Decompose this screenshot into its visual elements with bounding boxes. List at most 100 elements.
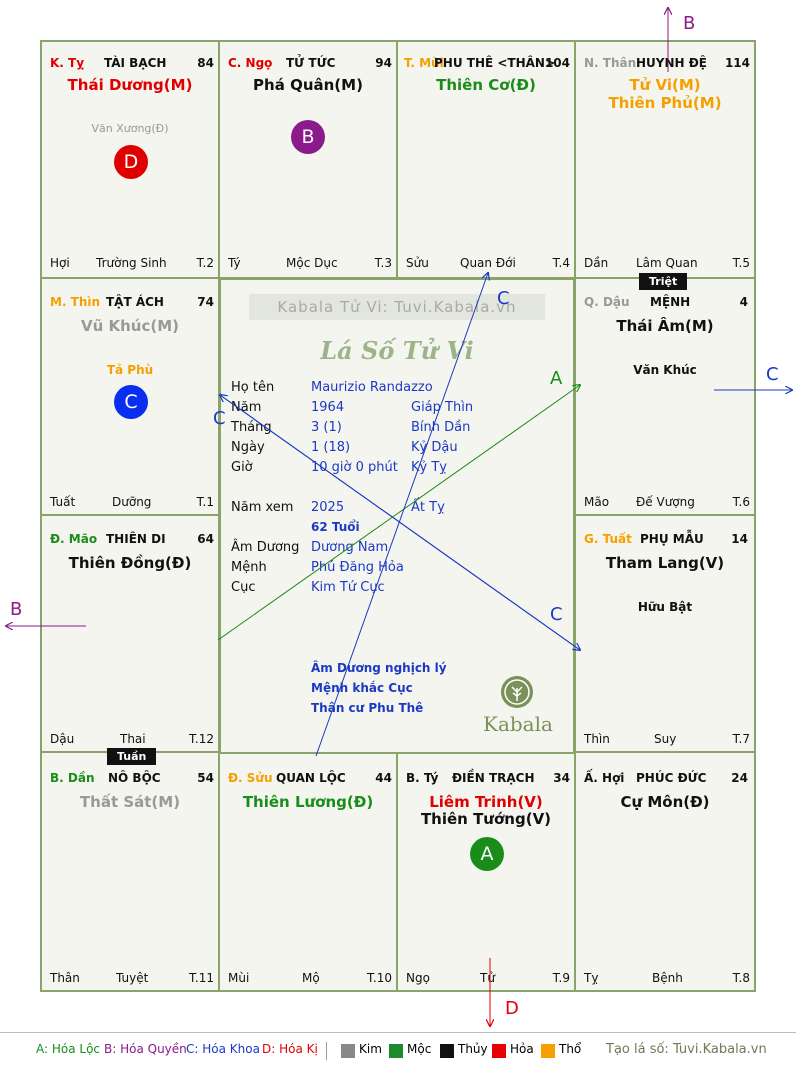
- palace-footer-right: T.11: [189, 971, 214, 985]
- info-value: Kim Tứ Cục: [311, 580, 385, 595]
- tuan-tag: Tuần: [107, 748, 157, 765]
- palace-name: PHU THÊ <THÂN>: [434, 56, 556, 70]
- major-star: Thiên Lương(Đ): [242, 793, 374, 811]
- info-label: Ngày: [231, 440, 265, 455]
- hoa-khoa-marker: C: [114, 385, 148, 419]
- major-star-2: Thiên Phủ(M): [608, 94, 722, 112]
- palace-footer-left: Tuất: [50, 495, 76, 509]
- arrow-label-c: C: [213, 408, 226, 429]
- minor-star: Văn Xương(Đ): [91, 122, 169, 135]
- palace-number: 84: [197, 56, 214, 70]
- arrow-label-a: A: [550, 368, 563, 389]
- palace-branch: B. Tý: [406, 771, 439, 785]
- palace-number: 94: [375, 56, 392, 70]
- legend-thuy: Thủy: [458, 1042, 488, 1056]
- palace-branch: Ấ. Hợi: [584, 771, 625, 785]
- minor-star: Tả Phù: [106, 363, 154, 377]
- palace-footer-left: Hợi: [50, 256, 70, 270]
- swatch-kim: [341, 1044, 355, 1058]
- legend-moc: Mộc: [407, 1042, 432, 1056]
- palace-footer-left: Sửu: [406, 256, 429, 270]
- palace-branch: C. Ngọ: [228, 56, 273, 70]
- palace-name: HUYNH ĐỆ: [636, 56, 707, 70]
- arrow-label-b: B: [10, 599, 22, 620]
- hoa-quyen-marker: B: [291, 120, 325, 154]
- palace-number: 44: [375, 771, 392, 785]
- info-value: 62 Tuổi: [311, 520, 360, 534]
- arrow-label-c: C: [766, 364, 779, 385]
- info-value: 2025: [311, 500, 345, 515]
- arrow-label-d: D: [505, 998, 519, 1019]
- major-star: Tham Lang(V): [605, 554, 725, 572]
- arrow-label-b: B: [683, 13, 695, 34]
- major-star-2: Thiên Tướng(V): [420, 810, 552, 828]
- palace-footer-left: Thìn: [584, 732, 610, 746]
- palace-footer-mid: Mộc Dục: [286, 256, 338, 270]
- swatch-thuy: [440, 1044, 454, 1058]
- palace-footer-right: T.7: [732, 732, 750, 746]
- palace-footer-mid: Suy: [654, 732, 677, 746]
- palace-name: ĐIỀN TRẠCH: [452, 771, 535, 785]
- major-star: Thái Âm(M): [616, 317, 714, 335]
- palace-branch: T. Mùi: [404, 56, 444, 70]
- major-star: Vũ Khúc(M): [80, 317, 180, 335]
- palace-footer-mid: Đế Vượng: [636, 495, 695, 509]
- palace-footer-right: T.6: [732, 495, 750, 509]
- palace-footer-right: T.10: [367, 971, 392, 985]
- legend-divider: [0, 1032, 796, 1033]
- palace-number: 34: [553, 771, 570, 785]
- info-label: Mệnh: [231, 560, 267, 575]
- palace-footer-mid: Lâm Quan: [636, 256, 698, 270]
- info-label: Âm Dương: [231, 540, 300, 555]
- palace-branch: K. Tỵ: [50, 56, 85, 70]
- palace-name: THIÊN DI: [106, 532, 166, 546]
- info-label: Năm: [231, 400, 262, 415]
- site-banner: Kabala Tử Vi: Tuvi.Kabala.vn: [249, 294, 545, 320]
- minor-star: Hữu Bật: [637, 600, 693, 614]
- palace-branch: Q. Dậu: [584, 295, 630, 309]
- info-value: 1964: [311, 400, 345, 415]
- info-label: Năm xem: [231, 500, 294, 515]
- triet-tag: Triệt: [639, 273, 688, 290]
- major-star: Thái Dương(M): [67, 76, 193, 94]
- info-extra: Kỷ Dậu: [411, 440, 458, 455]
- info-extra: Giáp Thìn: [411, 400, 474, 415]
- chart-board: K. Tỵ TÀI BẠCH 84 Thái Dương(M) Văn Xươn…: [40, 40, 756, 992]
- palace-footer-right: T.3: [374, 256, 392, 270]
- minor-star: Văn Khúc: [633, 363, 697, 377]
- info-extra: Ất Tỵ: [411, 500, 445, 515]
- palace-number: 104: [544, 56, 570, 70]
- info-label: Cục: [231, 580, 256, 595]
- palace-quan-loc: Đ. Sửu QUAN LỘC 44 Thiên Lương(Đ) Mùi Mộ…: [218, 751, 398, 992]
- hoa-khoa-arrow-3: [219, 394, 580, 650]
- palace-name: TẬT ÁCH: [106, 295, 164, 309]
- palace-footer-left: Tỵ: [584, 971, 599, 985]
- palace-thien-di: Đ. Mão THIÊN DI 64 Thiên Đồng(Đ) Dậu Tha…: [40, 514, 220, 753]
- swatch-tho: [541, 1044, 555, 1058]
- palace-footer-right: T.8: [732, 971, 750, 985]
- chart-title: Lá Số Tử Vi: [320, 336, 474, 365]
- note-line: Âm Dương nghịch lý: [311, 661, 447, 675]
- legend-hoa-quyen: B: Hóa Quyền: [104, 1042, 187, 1056]
- palace-name: NÔ BỘC: [108, 771, 161, 785]
- legend-hoa-loc: A: Hóa Lộc: [36, 1042, 101, 1056]
- legend-hoa: Hỏa: [510, 1042, 534, 1056]
- palace-name: MỆNH: [650, 295, 691, 309]
- legend-separator: [326, 1042, 327, 1060]
- palace-footer-mid: Tuyệt: [116, 971, 149, 985]
- palace-footer-right: T.4: [552, 256, 570, 270]
- brand-name: Kabala: [483, 712, 553, 736]
- palace-footer-left: Mão: [584, 495, 610, 509]
- palace-footer-mid: Mộ: [302, 971, 320, 985]
- major-star: Phá Quân(M): [253, 76, 363, 94]
- legend-hoa-khoa: C: Hóa Khoa: [186, 1042, 260, 1056]
- palace-footer-mid: Trường Sinh: [96, 256, 167, 270]
- hoa-ki-marker: D: [114, 145, 148, 179]
- palace-phu-the: T. Mùi PHU THÊ <THÂN> 104 Thiên Cơ(Đ) Sử…: [396, 40, 576, 279]
- info-value: Phú Đăng Hỏa: [311, 560, 404, 575]
- palace-name: TỬ TỨC: [286, 56, 336, 70]
- palace-phu-mau: G. Tuất PHỤ MẪU 14 Tham Lang(V) Hữu Bật …: [574, 514, 756, 753]
- legend-site: Tạo lá số: Tuvi.Kabala.vn: [606, 1042, 767, 1057]
- info-label: Giờ: [231, 460, 253, 475]
